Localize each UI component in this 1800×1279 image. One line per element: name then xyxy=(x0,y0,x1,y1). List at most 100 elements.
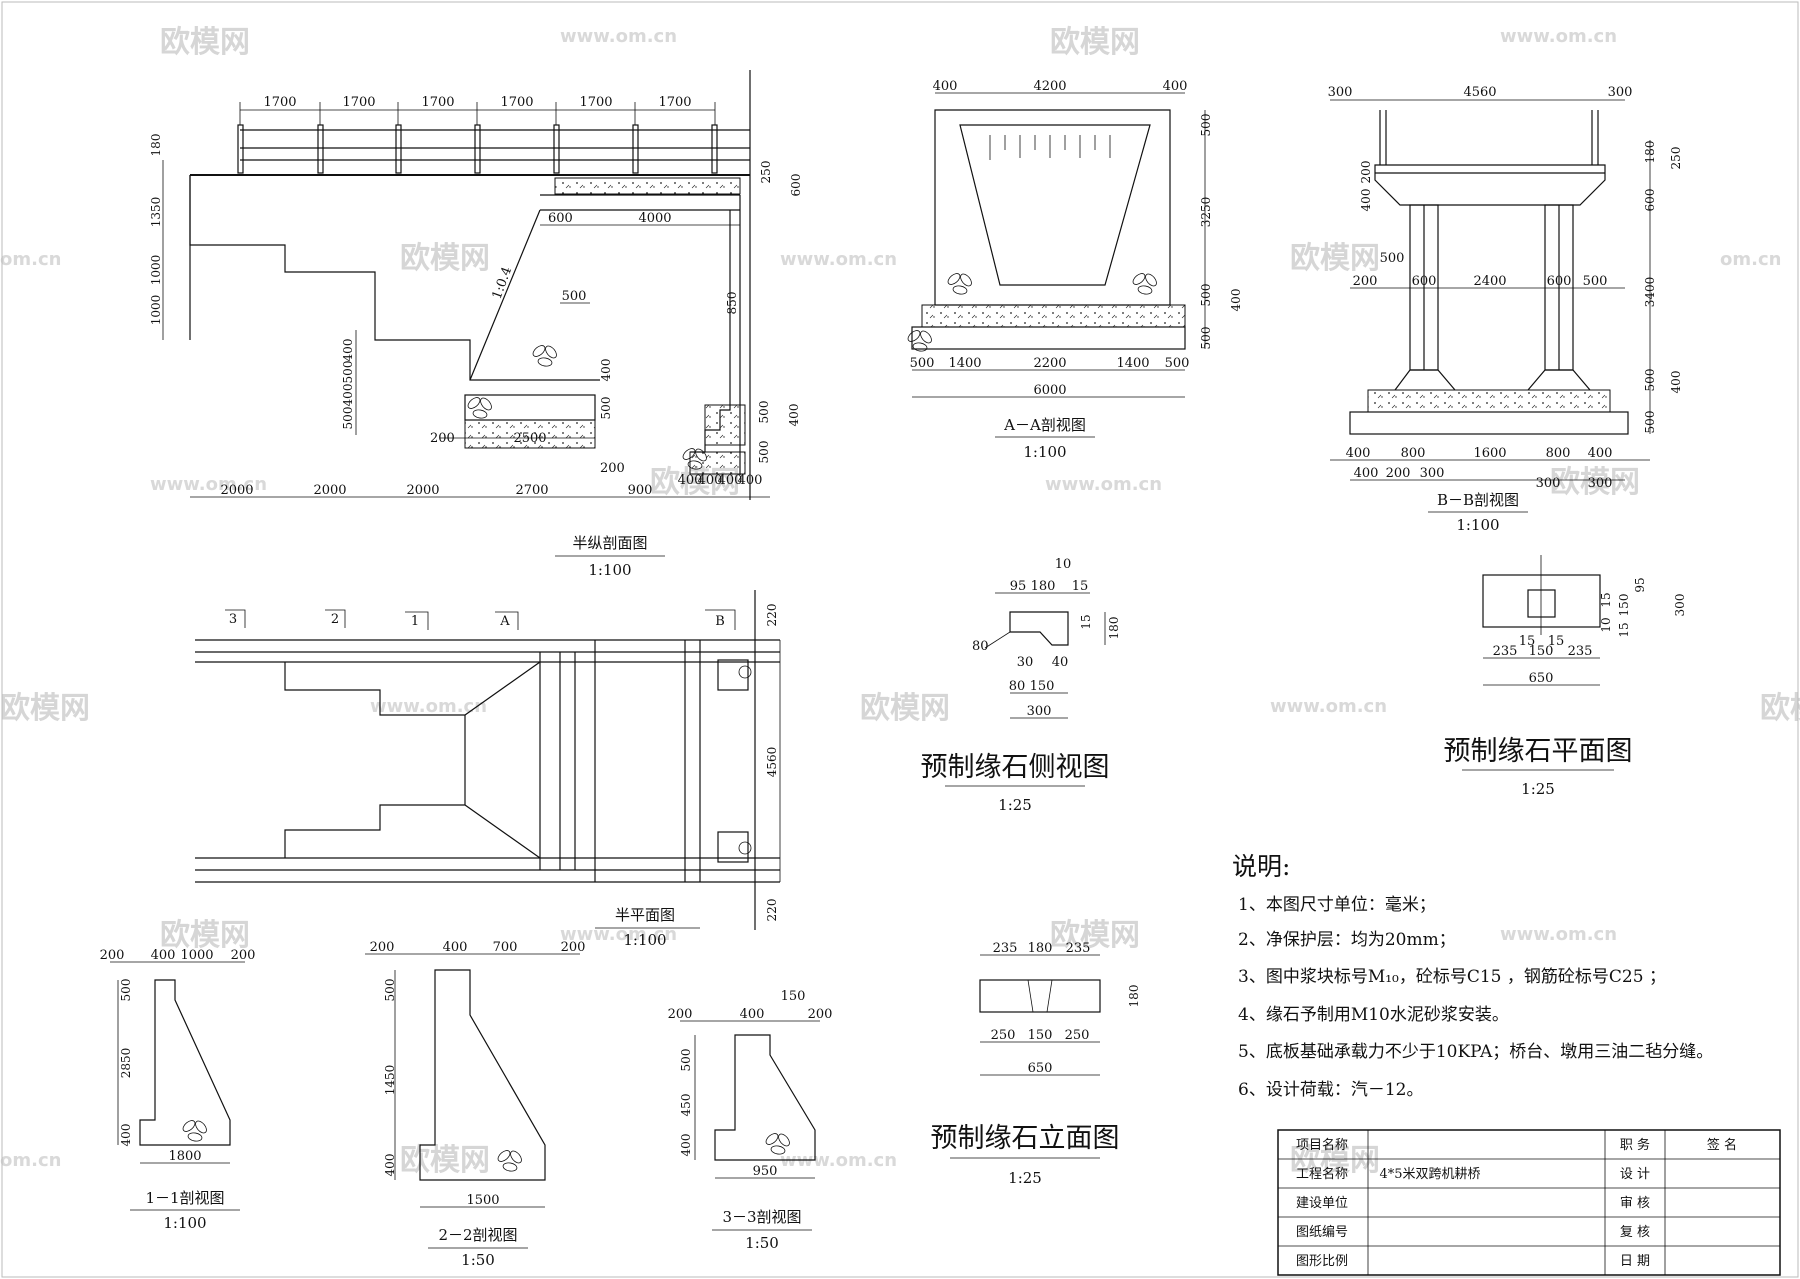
dim-bb-bottom2: 300 xyxy=(1536,476,1561,491)
note-item: 1、本图尺寸单位：毫米； xyxy=(1238,895,1436,915)
dim-step: 500 xyxy=(341,407,355,430)
dim-1700: 1700 xyxy=(342,95,375,110)
view-scale: 1:25 xyxy=(1521,780,1555,798)
dim-bb-bottom2: 300 xyxy=(1420,466,1445,481)
dim-4000: 4000 xyxy=(638,211,671,226)
title-block-header-role: 职 务 xyxy=(1620,1137,1650,1153)
dim-curb-plan: 15 xyxy=(1599,592,1613,607)
view-title: 1－1剖视图 xyxy=(145,1189,224,1207)
dim-curb-plan: 300 xyxy=(1673,594,1687,617)
watermark-url: www.om.cn xyxy=(560,26,677,47)
notes: 说明: 1、本图尺寸单位：毫米； 2、净保护层：均为20mm； 3、图中浆块标号… xyxy=(1232,852,1713,1100)
dim-1700: 1700 xyxy=(263,95,296,110)
dim-curb: 300 xyxy=(1027,704,1052,719)
dim-curb-elev: 180 xyxy=(1028,941,1053,956)
railing xyxy=(237,124,750,174)
dim-1700: 1700 xyxy=(579,95,612,110)
dim-curb: 30 xyxy=(1017,655,1034,670)
dim-curb: 15 xyxy=(1072,579,1089,594)
dim-bb-left: 200 xyxy=(1359,161,1373,184)
dim-22-top: 200 xyxy=(561,940,586,955)
view-title: 预制缘石立面图 xyxy=(931,1123,1120,1154)
section-mark: 1 xyxy=(411,614,419,629)
watermark-url: www.om.cn xyxy=(1500,924,1617,945)
dim-22-top: 400 xyxy=(443,940,468,955)
note-item: 5、底板基础承载力不少于10KPA；桥台、墩用三油二毡分缝。 xyxy=(1238,1042,1713,1062)
view-scale: 1:100 xyxy=(1023,443,1066,461)
dim-left: 1000 xyxy=(149,295,163,326)
view-title: A－A剖视图 xyxy=(1003,416,1086,434)
dim-step: 400 xyxy=(341,339,355,362)
dim-bb-bottom: 1600 xyxy=(1473,446,1506,461)
dim-bb-right: 500 xyxy=(1643,369,1657,392)
dim-11-left: 400 xyxy=(119,1124,133,1147)
dim-bb-bottom2: 200 xyxy=(1386,466,1411,481)
dim-curb-elev: 235 xyxy=(993,941,1018,956)
dim-22-bottom: 1500 xyxy=(466,1193,499,1208)
watermark-brand: 欧模网 xyxy=(860,691,950,726)
dim-curb-plan: 95 xyxy=(1633,577,1647,592)
dim-curb-plan: 150 xyxy=(1529,644,1554,659)
section-bb: 300 4560 300 200 400 180 250 600 3400 50… xyxy=(1328,85,1683,534)
dim-left: 180 xyxy=(149,134,163,157)
watermark-brand: 欧模网 xyxy=(400,1143,490,1178)
dim-22-left: 1450 xyxy=(383,1065,397,1096)
dim-curb-plan: 235 xyxy=(1493,644,1518,659)
dim-220: 220 xyxy=(765,899,779,922)
view-title: 半纵剖面图 xyxy=(572,534,647,552)
dim-curb-plan: 10 xyxy=(1599,617,1613,632)
dim-aa-bottom: 2200 xyxy=(1033,356,1066,371)
dim-bb-top: 300 xyxy=(1608,85,1633,100)
half-longitudinal-section: 1700 1700 1700 1700 1700 1700 xyxy=(149,70,803,579)
title-block-label: 建设单位 xyxy=(1296,1196,1348,1211)
dim-bottom-right: 400 xyxy=(678,473,703,488)
dim-curb: 150 xyxy=(1030,679,1055,694)
dim-left: 1000 xyxy=(149,255,163,286)
dim-bottom: 900 xyxy=(628,483,653,498)
dim-curb: 80 xyxy=(972,639,989,654)
dim-11-top: 200 xyxy=(231,948,256,963)
dim-aa-right: 500 xyxy=(1199,114,1213,137)
watermark-brand: 欧模网 xyxy=(0,691,90,726)
view-scale: 1:25 xyxy=(1008,1169,1042,1187)
dim-500: 500 xyxy=(757,441,771,464)
dim-bb-bottom2: 300 xyxy=(1588,476,1613,491)
note-item: 3、图中浆块标号M₁₀，砼标号C15 ，钢筋砼标号C25 ； xyxy=(1238,967,1666,987)
dim-250: 250 xyxy=(759,161,773,184)
dim-bb-right: 3400 xyxy=(1643,277,1657,308)
title-block-role: 复 核 xyxy=(1620,1225,1650,1240)
dim-curb-plan: 15 xyxy=(1548,634,1565,649)
dim-bb-bottom: 800 xyxy=(1546,446,1571,461)
dim-bb-right: 600 xyxy=(1643,189,1657,212)
watermark-url: www.om.cn xyxy=(780,1150,897,1171)
dim-aa-bottom: 1400 xyxy=(1116,356,1149,371)
dim-33-top: 400 xyxy=(740,1007,765,1022)
dim-11-bottom: 1800 xyxy=(168,1149,201,1164)
title-block: 项目名称 工程名称 建设单位 图纸编号 图形比例 4*5米双跨机耕桥 职 务 签… xyxy=(1277,1129,1781,1276)
dim-curb-plan: 15 xyxy=(1617,622,1631,637)
dim-400: 400 xyxy=(787,404,801,427)
dim-bb-right: 180 xyxy=(1643,141,1657,164)
dim-bb-top: 300 xyxy=(1328,85,1353,100)
view-title: 3－3剖视图 xyxy=(722,1208,801,1226)
dim-bottom: 2000 xyxy=(220,483,253,498)
dim-33-top: 200 xyxy=(808,1007,833,1022)
dim-aa-bottom: 1400 xyxy=(948,356,981,371)
dim-22-top: 200 xyxy=(370,940,395,955)
watermark-brand: 欧模网 xyxy=(1050,918,1140,953)
watermark-brand: 欧模网 xyxy=(1550,465,1640,500)
notes-heading: 说明: xyxy=(1232,852,1290,881)
dim-bottom-right: 400 xyxy=(698,473,723,488)
dim-1700: 1700 xyxy=(421,95,454,110)
view-title: B－B剖视图 xyxy=(1437,491,1519,509)
dim-aa-right: 3250 xyxy=(1199,197,1213,228)
section-mark: B xyxy=(715,614,725,629)
half-plan: 3 2 1 A B 220 4560 22 xyxy=(195,590,781,949)
dim-33-top: 150 xyxy=(781,989,806,1004)
dim-left: 1350 xyxy=(149,197,163,228)
dim-11-top: 200 xyxy=(100,948,125,963)
watermark-brand: 欧模网 xyxy=(160,25,250,60)
watermark-brand: 欧模网 xyxy=(160,918,250,953)
watermark-url: om.cn xyxy=(0,1150,61,1171)
